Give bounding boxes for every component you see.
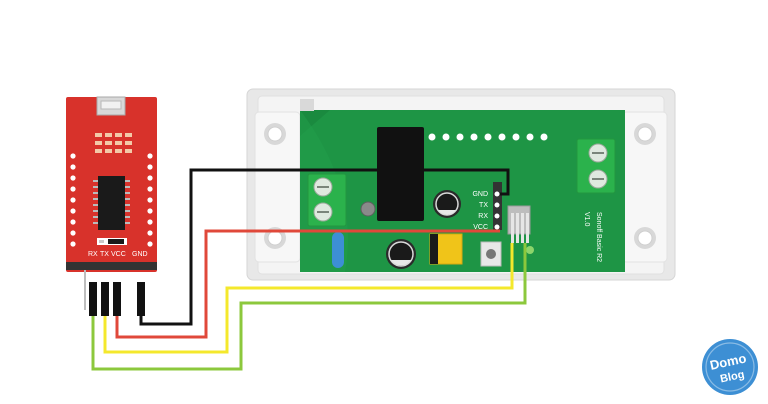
usb-connector-icon (96, 96, 126, 116)
ftdi-header-bar (66, 262, 157, 270)
header-label-rx: RX (478, 213, 488, 220)
solder-pads (95, 133, 132, 153)
capacitor-icon (386, 239, 416, 269)
programming-header (493, 182, 531, 243)
ftdi-adapter: RX TX VCC GND (66, 96, 157, 316)
voltage-jumper-icon (97, 238, 127, 245)
led-icon (526, 246, 534, 254)
ftdi-label-vcc: VCC (111, 251, 126, 258)
wire-tx-green (91, 243, 527, 371)
header-label-gnd: GND (472, 191, 488, 198)
trimmer-icon (360, 201, 376, 217)
wire-gnd (139, 168, 510, 326)
fuse-icon (332, 232, 344, 268)
board-name: Sonoff Basic R2 (595, 212, 602, 262)
mount-hole (634, 227, 656, 249)
mount-hole (634, 123, 656, 145)
side-holes (70, 153, 153, 247)
inductor-icon (429, 233, 463, 265)
screw-terminal-icon (307, 173, 347, 227)
ftdi-label-gnd: GND (132, 251, 148, 258)
relay-icon (377, 127, 424, 221)
pin-hole-row (428, 133, 548, 141)
header-label-vcc: VCC (473, 224, 488, 231)
wires (91, 168, 527, 371)
board-version: V1.0 (583, 212, 590, 227)
capacitor-icon (433, 190, 461, 218)
header-label-tx: TX (479, 202, 488, 209)
domoblog-logo-icon: Domo Blog (702, 339, 758, 395)
wire-rx-yellow (103, 243, 514, 354)
push-button-icon (480, 241, 502, 267)
mount-hole (264, 123, 286, 145)
sonoff-pcb: GND TX RX VCC Sonoff Basic R2 V1.0 (300, 99, 625, 272)
ftdi-chip-icon (93, 176, 130, 230)
screw-terminal-icon (576, 138, 616, 194)
wire-vcc (115, 229, 500, 339)
ftdi-label-tx: TX (100, 251, 109, 258)
logo-line2: Blog (719, 369, 745, 386)
ftdi-pins (84, 270, 145, 316)
ftdi-label-rx: RX (88, 251, 98, 258)
